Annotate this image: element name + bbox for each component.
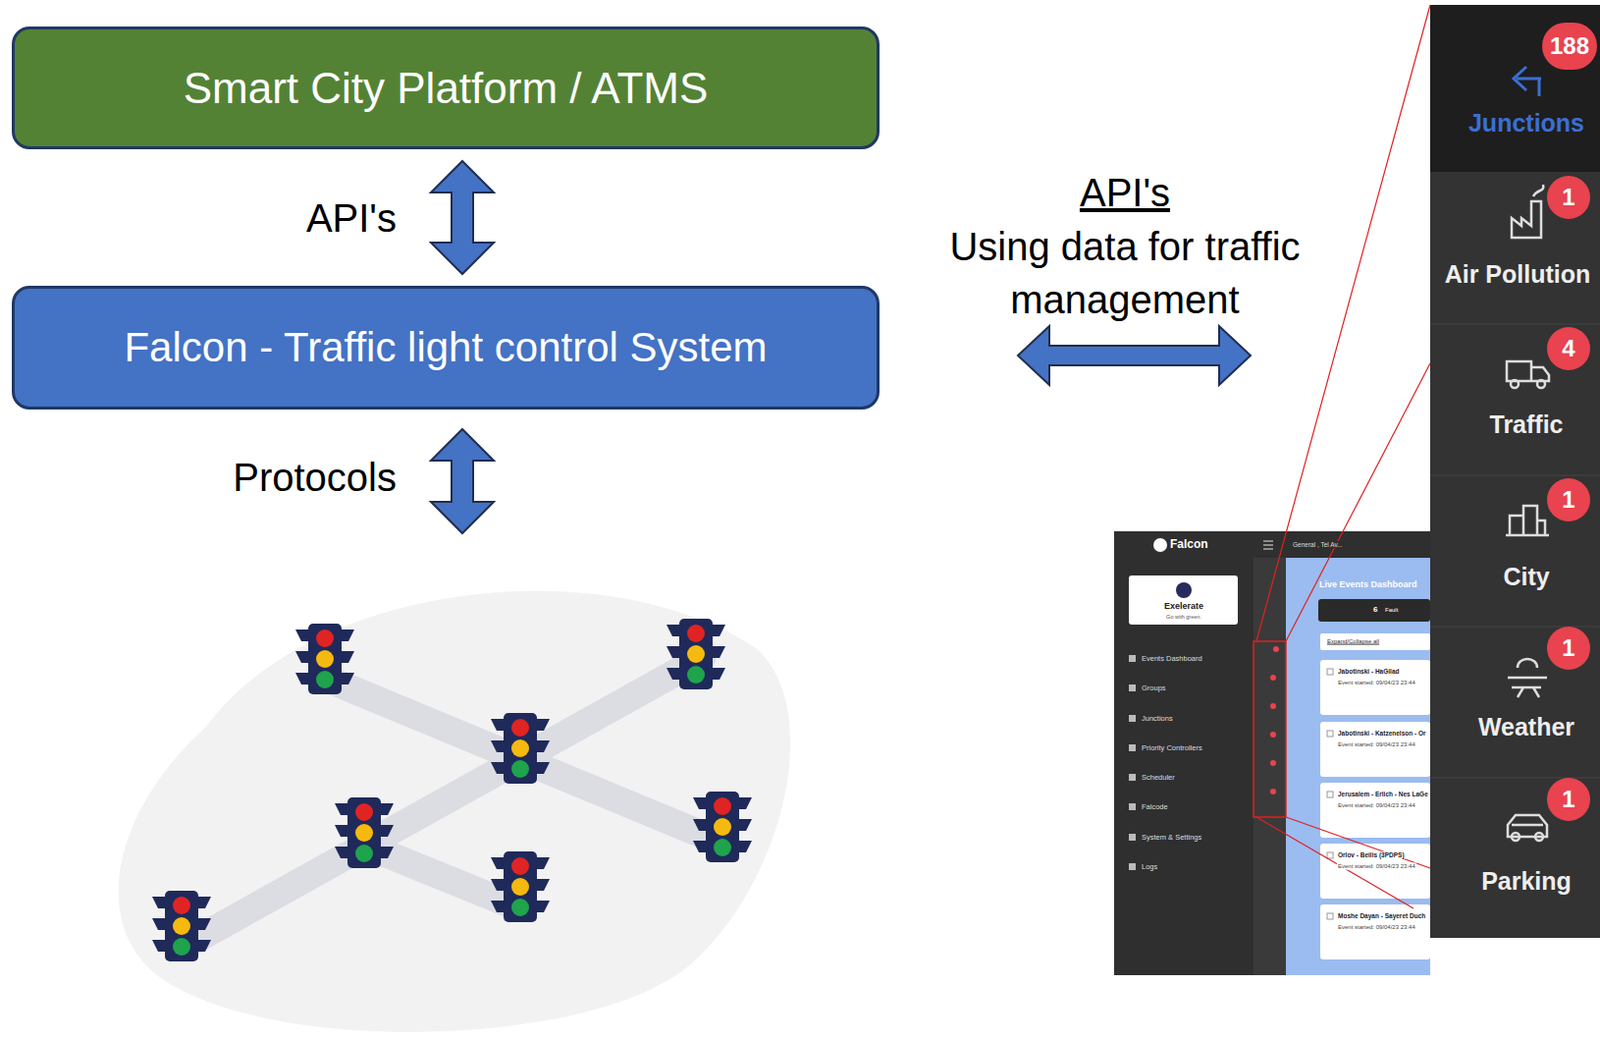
- text-label: Falcode: [1140, 802, 1170, 812]
- text-label: Junctions: [1467, 108, 1586, 138]
- text-label: Event started: 09/04/23 23:44: [1336, 801, 1417, 809]
- text-label: Jabotinski - Katzenelson - Or: [1336, 729, 1428, 737]
- text-label: General , Tel Av...: [1291, 540, 1344, 548]
- zoom-lines: [1256, 4, 1431, 908]
- text-label: Logs: [1140, 862, 1159, 872]
- text-label: Event started: 09/04/23 23:44: [1336, 679, 1417, 687]
- double-arrow: [430, 428, 494, 534]
- text-label: Live Events Dashboard: [1318, 579, 1419, 589]
- text-label: Event started: 09/04/23 23:44: [1336, 862, 1417, 870]
- zoom-panel: [1430, 4, 1600, 938]
- text-label: Fault: [1384, 606, 1399, 614]
- text-label: Exelerate: [1163, 600, 1205, 611]
- text-label: Falcon: [1169, 537, 1210, 552]
- text-label: Orlov - Beilis (3PDPS): [1336, 851, 1406, 858]
- edge-label: API's: [305, 195, 398, 241]
- double-arrow: [1017, 325, 1251, 385]
- box-label: Smart City Platform / ATMS: [183, 63, 709, 113]
- text-label: Parking: [1480, 866, 1573, 896]
- text-label: 188: [1548, 32, 1591, 60]
- text-label: 1: [1560, 485, 1576, 514]
- text-label: 1: [1560, 183, 1576, 212]
- dashboard-screenshot: [1114, 531, 1431, 975]
- text-label: 4: [1560, 334, 1576, 363]
- text-label: Jerusalem - Erlich - Nes LaGe: [1336, 790, 1430, 798]
- text-label: City: [1501, 562, 1550, 591]
- text-label: Traffic: [1488, 410, 1564, 439]
- text-label: Weather: [1477, 712, 1576, 742]
- double-arrow: [430, 160, 494, 274]
- process-box: Falcon - Traffic light control System: [11, 285, 880, 410]
- text-label: Air Pollution: [1443, 260, 1593, 289]
- text-label: Go with green.: [1165, 613, 1203, 620]
- text-label: Expand/Collapse all: [1326, 638, 1381, 645]
- box-label: Falcon - Traffic light control System: [123, 323, 767, 372]
- text-label: API's: [1078, 169, 1172, 215]
- text-label: 1: [1560, 634, 1576, 662]
- text-label: Events Dashboard: [1140, 654, 1204, 664]
- text-label: Groups: [1140, 684, 1168, 694]
- text-label: 1: [1560, 785, 1576, 813]
- text-label: Scheduler: [1140, 773, 1176, 783]
- text-label: Protocols: [231, 454, 398, 500]
- text-label: 6: [1372, 604, 1379, 614]
- text-label: Using data for traffic management: [927, 219, 1323, 326]
- text-label: Junctions: [1140, 714, 1174, 724]
- text-label: Event started: 09/04/23 23:44: [1336, 741, 1417, 748]
- text-label: System & Settings: [1140, 833, 1203, 843]
- text-label: Moshe Dayan - Sayeret Duch: [1336, 911, 1427, 919]
- process-box: Smart City Platform / ATMS: [11, 26, 880, 150]
- text-label: Jabotinski - HaGilad: [1336, 667, 1401, 675]
- text-label: Priority Controllers: [1140, 744, 1204, 753]
- city-illustration: [118, 590, 792, 1032]
- text-label: Event started: 09/04/23 23:44: [1336, 923, 1417, 931]
